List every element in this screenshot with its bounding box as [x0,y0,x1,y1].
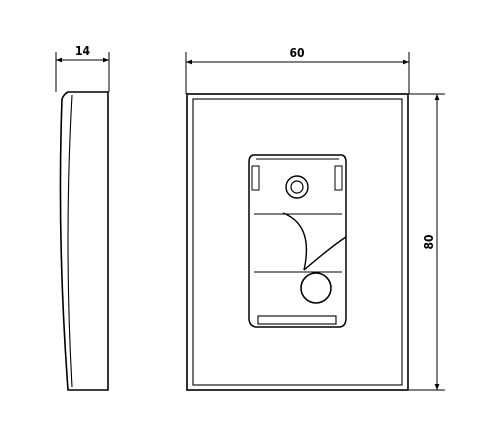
width-dimension: 60 [186,46,409,65]
left-clip [251,165,260,191]
height-dimension: 80 [409,93,445,391]
front-view [185,52,410,391]
device-module [248,154,347,328]
module-outline [248,154,347,328]
bottom-slot [257,315,337,325]
outer-frame [186,93,409,391]
side-profile-outline [59,91,109,391]
depth-dimension: 14 [56,44,109,63]
right-clip [334,165,343,191]
top-screw-inner [290,180,304,194]
side-profile-bevel [67,94,73,388]
inner-frame [192,98,403,386]
side-view [55,52,110,391]
depth-dimension-label: 14 [75,44,91,58]
cam-arc [282,212,308,271]
top-screw-outer [285,175,309,199]
bottom-button [300,272,332,304]
width-dimension-label: 60 [289,46,304,60]
height-dimension-label: 80 [422,234,436,249]
diagonal-guide [303,236,347,271]
